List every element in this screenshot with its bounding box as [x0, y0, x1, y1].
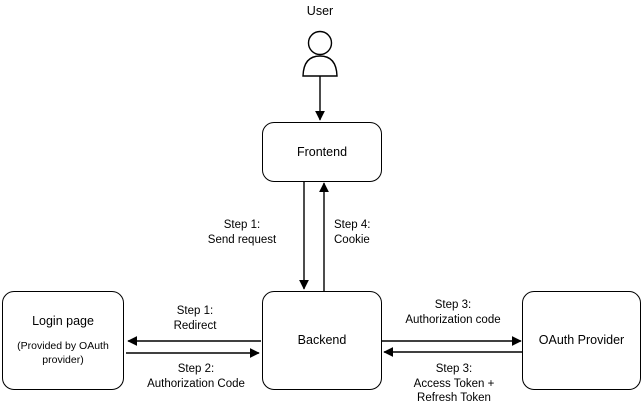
edge-label-step4-cookie: Step 4: Cookie: [334, 219, 371, 246]
node-frontend[interactable]: Frontend: [262, 122, 382, 182]
node-oauth-provider-label: OAuth Provider: [538, 333, 625, 347]
edge-label-step2-authorization-code: Step 2: Authorization Code: [147, 363, 245, 390]
node-login-page[interactable]: Login page (Provided by OAuth provider): [2, 291, 124, 390]
edge-label-step1-send-request: Step 1: Send request: [207, 219, 277, 246]
user-actor-label: User: [306, 4, 334, 18]
node-backend-label: Backend: [297, 333, 347, 347]
node-backend[interactable]: Backend: [262, 291, 382, 390]
edge-label-step3-tokens: Step 3: Access Token + Refresh Token: [413, 363, 495, 404]
node-login-page-label: Login page: [32, 314, 94, 328]
edge-label-step3-authorization-code: Step 3: Authorization code: [405, 299, 501, 326]
node-frontend-label: Frontend: [296, 144, 348, 159]
person-icon: [302, 30, 338, 77]
node-oauth-provider[interactable]: OAuth Provider: [522, 291, 641, 390]
edge-label-step1-redirect: Step 1: Redirect: [173, 305, 217, 332]
node-login-page-sublabel: (Provided by OAuth provider): [17, 340, 109, 366]
